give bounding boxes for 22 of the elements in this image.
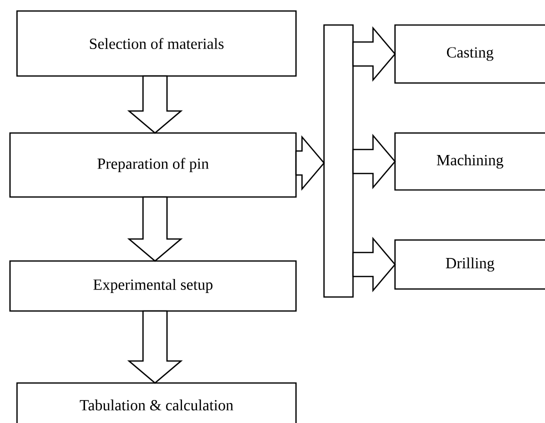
node-label: Preparation of pin [97,158,209,172]
node-label: Selection of materials [90,38,224,50]
node-label: Machining [436,154,504,169]
process-box [16,10,297,77]
block-arrow [352,26,396,82]
node-label: Drilling [446,257,494,272]
block-arrow [127,75,183,134]
block-arrow [127,310,183,384]
process-box [9,132,297,198]
process-box [394,24,545,84]
process-box [9,260,297,312]
process-box [394,132,545,191]
process-box [16,382,297,423]
block-arrow [127,196,183,262]
block-arrow [352,236,396,292]
block-arrow [295,135,325,191]
node-label: Tabulation & calculation [80,400,234,410]
process-box [394,239,545,290]
vertical-bar [323,24,354,298]
block-arrow [352,134,396,190]
node-label: Casting [446,47,494,61]
node-label: Experimental setup [93,278,212,294]
